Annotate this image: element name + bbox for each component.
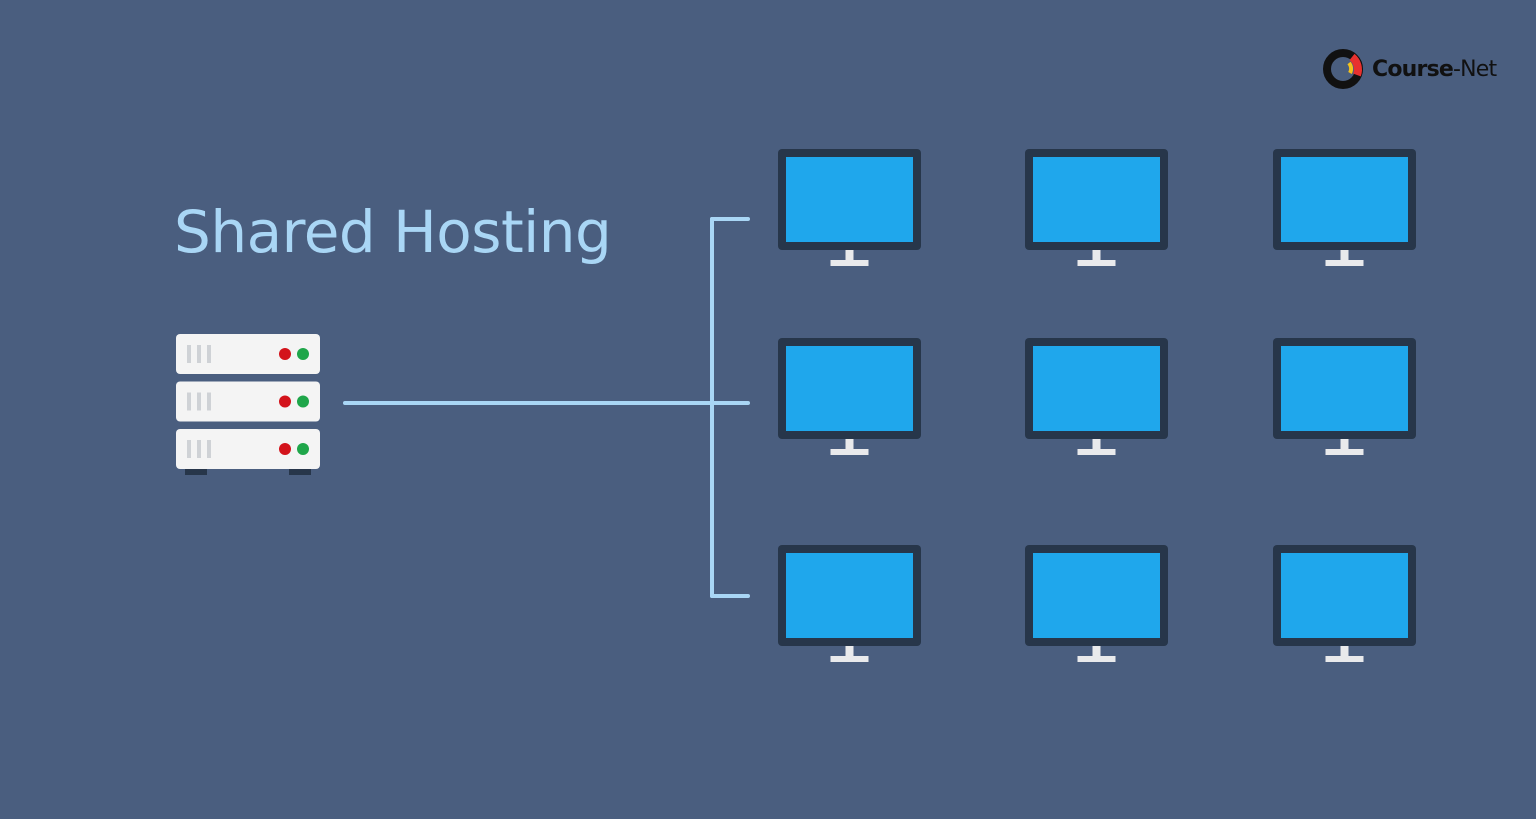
monitor-screen (786, 157, 913, 242)
monitor-base (830, 656, 869, 662)
client-monitor-icon (1025, 338, 1168, 455)
monitor-neck (845, 646, 854, 656)
course-net-logo: Course-Net (1322, 48, 1497, 90)
status-led-red (279, 443, 291, 455)
client-monitor-icon (778, 338, 921, 455)
status-led-green (297, 443, 309, 455)
vent-slot (187, 440, 191, 458)
vent-slot (197, 392, 201, 411)
server-unit-body (176, 381, 320, 422)
monitor-base (830, 449, 869, 455)
monitor-neck (1092, 250, 1101, 260)
server-rack-icon (176, 334, 320, 475)
server-unit (176, 334, 320, 374)
monitor-neck (1340, 250, 1349, 260)
monitor-neck (1092, 439, 1101, 449)
monitor-neck (1092, 646, 1101, 656)
client-monitor-icon (1273, 149, 1416, 266)
monitor-base (830, 260, 869, 266)
monitor-base (1077, 449, 1116, 455)
server-unit-body (176, 334, 320, 374)
client-monitor-icon (778, 149, 921, 266)
network-connectors (343, 217, 750, 598)
monitor-screen (1033, 157, 1160, 242)
brand-strong: Course (1372, 56, 1454, 82)
monitor-neck (845, 439, 854, 449)
client-monitor-icon (1273, 545, 1416, 662)
status-led-green (297, 348, 309, 360)
server-unit (176, 381, 320, 422)
client-monitor-icon (1273, 338, 1416, 455)
course-net-ring-icon (1323, 49, 1363, 89)
monitor-neck (845, 250, 854, 260)
client-computers-grid (778, 149, 1416, 662)
monitor-base (1325, 449, 1364, 455)
status-led-red (279, 395, 291, 408)
monitor-screen (786, 553, 913, 638)
monitor-screen (1281, 346, 1408, 431)
monitor-neck (1340, 646, 1349, 656)
vent-slot (207, 392, 211, 411)
vent-slot (207, 345, 211, 363)
vent-slot (197, 440, 201, 458)
client-monitor-icon (1025, 545, 1168, 662)
client-monitor-icon (778, 545, 921, 662)
monitor-base (1077, 260, 1116, 266)
monitor-screen (1281, 157, 1408, 242)
monitor-screen (1033, 553, 1160, 638)
monitor-screen (1033, 346, 1160, 431)
server-unit-body (176, 429, 320, 469)
status-led-red (279, 348, 291, 360)
monitor-neck (1340, 439, 1349, 449)
client-monitor-icon (1025, 149, 1168, 266)
diagram-title: Shared Hosting (174, 198, 612, 266)
status-led-green (297, 395, 309, 408)
vent-slot (197, 345, 201, 363)
vent-slot (187, 345, 191, 363)
course-net-wordmark: Course-Net (1372, 56, 1497, 82)
brand-rest: -Net (1453, 56, 1497, 82)
monitor-base (1325, 656, 1364, 662)
server-foot (289, 469, 311, 475)
vent-slot (187, 392, 191, 411)
server-foot (185, 469, 207, 475)
monitor-base (1325, 260, 1364, 266)
monitor-base (1077, 656, 1116, 662)
vent-slot (207, 440, 211, 458)
monitor-screen (786, 346, 913, 431)
monitor-screen (1281, 553, 1408, 638)
server-unit (176, 429, 320, 469)
